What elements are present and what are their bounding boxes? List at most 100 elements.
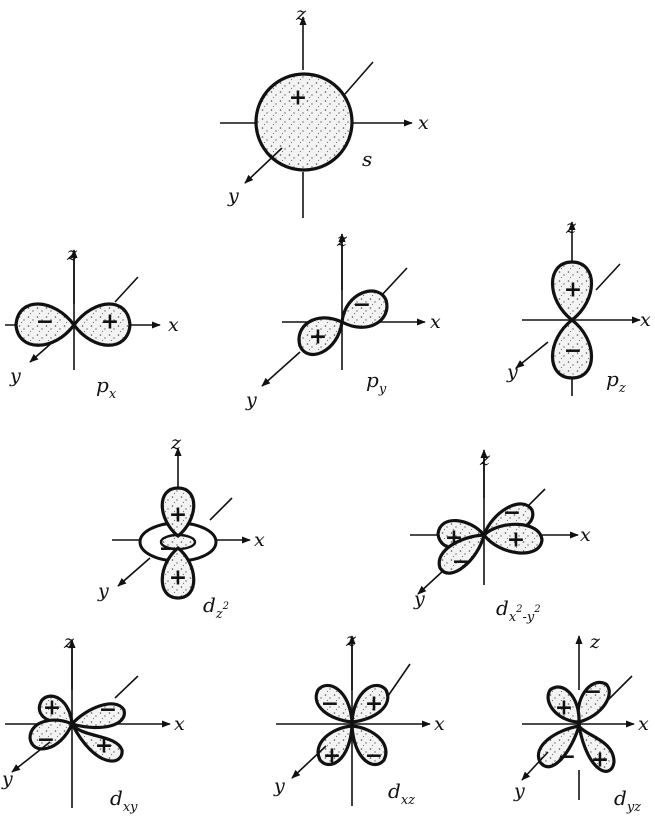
minus-sign: − <box>321 692 339 717</box>
minus-sign: − <box>503 501 521 526</box>
y-axis-label: y <box>1 768 13 790</box>
orbital-label-dxz: dxz <box>388 779 415 808</box>
orbital-label-dz2: dz2 <box>203 593 229 622</box>
plus-sign: + <box>564 278 582 303</box>
lobe-plus-bottom-back <box>577 724 616 773</box>
orbital-py: − + z x y py <box>245 229 441 411</box>
plus-sign: + <box>43 696 61 721</box>
orbital-label-dyz: dyz <box>614 786 641 815</box>
y-axis-label: y <box>227 185 239 207</box>
minus-sign: − <box>558 745 576 770</box>
y-axis <box>29 339 56 363</box>
lobe-minus-bottom-front <box>536 723 582 769</box>
plus-sign: + <box>323 744 341 769</box>
lobe-plus-right <box>481 522 544 555</box>
plus-sign: + <box>309 325 327 350</box>
x-axis-label: x <box>174 713 185 735</box>
z-axis-label: z <box>66 243 78 265</box>
y-axis-label: y <box>413 588 425 610</box>
minus-sign: − <box>36 310 54 335</box>
lobe-minus-front-left <box>28 718 75 751</box>
x-axis-label: x <box>430 311 441 333</box>
minus-sign: − <box>353 293 371 318</box>
y-axis <box>244 147 283 184</box>
y-axis-label: y <box>245 389 257 411</box>
z-axis-label: z <box>479 448 491 470</box>
orbital-dxy: + − − + z x y dxy <box>1 631 185 815</box>
orbital-dx2y2: − + + − z x y dx2-y2 <box>410 448 591 625</box>
x-axis-label: x <box>638 713 649 735</box>
minus-sign: − <box>99 698 117 723</box>
minus-sign: − <box>584 680 602 705</box>
plus-sign: + <box>169 503 187 528</box>
minus-sign: − <box>37 728 55 753</box>
z-axis-label: z <box>565 216 577 238</box>
minus-sign: − <box>564 339 582 364</box>
orbital-label-dxy: dxy <box>110 786 138 815</box>
orbital-pz: + − z x y pz <box>506 216 651 396</box>
x-axis-label: x <box>640 309 651 331</box>
minus-sign: − <box>159 537 177 562</box>
lobe-plus-top-front <box>546 685 581 724</box>
lobe-plus-bottom-left <box>316 724 354 767</box>
lobe-minus-bottom-right <box>350 724 388 767</box>
orbital-label-s: s <box>362 147 372 171</box>
lobe-plus <box>297 316 344 357</box>
y-axis <box>11 741 51 773</box>
lobe-plus-bottom <box>160 545 196 600</box>
lobe-minus-front <box>437 533 487 575</box>
y-axis <box>261 351 301 387</box>
lobe-minus-back-right <box>69 702 126 730</box>
lobe-plus <box>72 302 132 347</box>
y-axis <box>515 341 549 369</box>
y-axis <box>521 751 549 781</box>
z-axis-label: z <box>63 631 75 653</box>
minus-sign: − <box>452 550 470 575</box>
x-axis-label: x <box>168 314 179 336</box>
y-axis <box>291 745 327 779</box>
y-axis-label: y <box>513 780 525 802</box>
y-axis-back <box>344 61 374 95</box>
plus-sign: + <box>101 310 119 335</box>
y-axis-label: y <box>97 580 109 602</box>
lobe-minus-top-left <box>314 683 354 724</box>
z-axis-label: z <box>589 631 601 653</box>
z-axis-label: z <box>345 629 357 651</box>
s-sphere <box>254 72 354 172</box>
z-axis-label: z <box>336 229 348 251</box>
lobe-plus-front-right <box>70 722 124 763</box>
plus-sign: + <box>445 526 463 551</box>
orbital-px: − + z x y px <box>5 243 179 402</box>
plus-sign: + <box>591 748 609 773</box>
z-axis-label: z <box>170 432 182 454</box>
orbital-dyz: − + + − z x y dyz <box>513 631 649 815</box>
lobe-minus <box>340 289 389 329</box>
plus-sign: + <box>289 86 307 111</box>
plus-sign: + <box>507 528 525 553</box>
x-axis-label: x <box>434 713 445 735</box>
minus-sign: − <box>365 744 383 769</box>
x-axis-label: x <box>580 524 591 546</box>
lobe-minus-top-back <box>576 680 611 724</box>
orbital-dz2: + − + z x y dz2 <box>97 432 265 622</box>
orbital-label-pz: pz <box>606 367 626 396</box>
lobe-plus-top-right <box>350 683 390 724</box>
x-axis-label: x <box>418 112 429 134</box>
y-axis <box>417 569 445 595</box>
plus-sign: + <box>365 692 383 717</box>
orbital-label-py: py <box>366 368 387 397</box>
orbital-label-px: px <box>96 373 117 402</box>
z-axis-label: z <box>295 3 307 25</box>
plus-sign: + <box>169 566 187 591</box>
orbital-label-dx2y2: dx2-y2 <box>496 596 541 625</box>
y-axis-label: y <box>506 361 518 383</box>
plus-sign: + <box>555 696 573 721</box>
x-axis-label: x <box>254 529 265 551</box>
plus-sign: + <box>95 734 113 759</box>
orbital-s: + z x y s <box>220 3 429 218</box>
orbital-dxz: − + + − z x y dxz <box>273 629 445 808</box>
y-axis-label: y <box>9 365 21 387</box>
y-axis <box>117 557 151 587</box>
y-axis-label: y <box>273 775 285 797</box>
